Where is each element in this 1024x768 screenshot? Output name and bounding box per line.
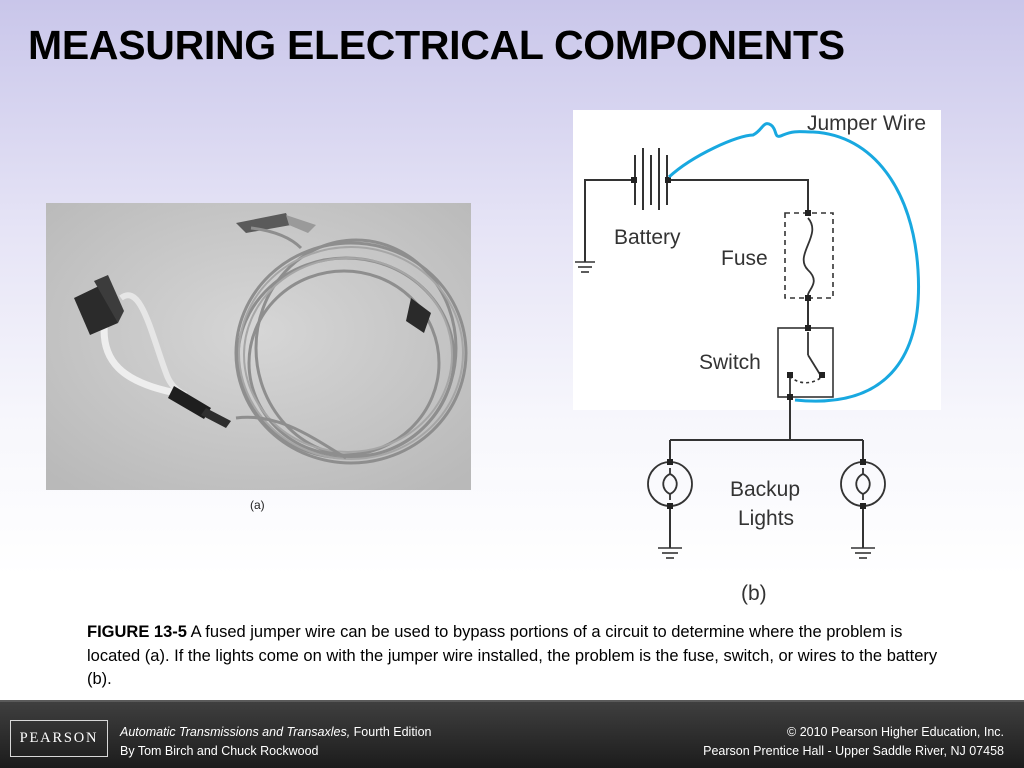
jumper-wire-label: Jumper Wire xyxy=(807,112,926,135)
figure-number: FIGURE 13-5 xyxy=(87,623,187,641)
publisher-text: Pearson Prentice Hall - Upper Saddle Riv… xyxy=(703,744,1004,758)
book-authors: By Tom Birch and Chuck Rockwood xyxy=(120,744,319,758)
figure-caption-text: A fused jumper wire can be used to bypas… xyxy=(87,623,938,688)
book-edition: Fourth Edition xyxy=(350,725,432,739)
jumper-wire-photo-drawing xyxy=(46,203,471,490)
circuit-diagram-drawing: Jumper Wire Battery Fuse Switch Backup L… xyxy=(573,110,941,605)
switch-label: Switch xyxy=(699,351,761,374)
backup-label: Backup xyxy=(730,478,800,501)
jumper-wire-photo xyxy=(46,203,471,490)
panel-b-label: (b) xyxy=(741,582,767,605)
fuse-label: Fuse xyxy=(721,247,768,270)
lights-label: Lights xyxy=(738,507,794,530)
slide-title: MEASURING ELECTRICAL COMPONENTS xyxy=(28,22,845,68)
copyright-text: © 2010 Pearson Higher Education, Inc. xyxy=(787,725,1004,739)
footer-book-info: Automatic Transmissions and Transaxles, … xyxy=(120,723,431,761)
panel-a-label: (a) xyxy=(250,498,265,512)
circuit-diagram: Jumper Wire Battery Fuse Switch Backup L… xyxy=(573,110,943,610)
figure-caption: FIGURE 13-5 A fused jumper wire can be u… xyxy=(87,621,947,692)
book-title: Automatic Transmissions and Transaxles, xyxy=(120,725,351,739)
footer-bar: PEARSON Automatic Transmissions and Tran… xyxy=(0,700,1024,768)
pearson-logo: PEARSON xyxy=(10,720,108,757)
footer-publisher-info: © 2010 Pearson Higher Education, Inc. Pe… xyxy=(703,723,1004,761)
jumper-wire-line xyxy=(667,122,921,403)
battery-label: Battery xyxy=(614,226,681,249)
